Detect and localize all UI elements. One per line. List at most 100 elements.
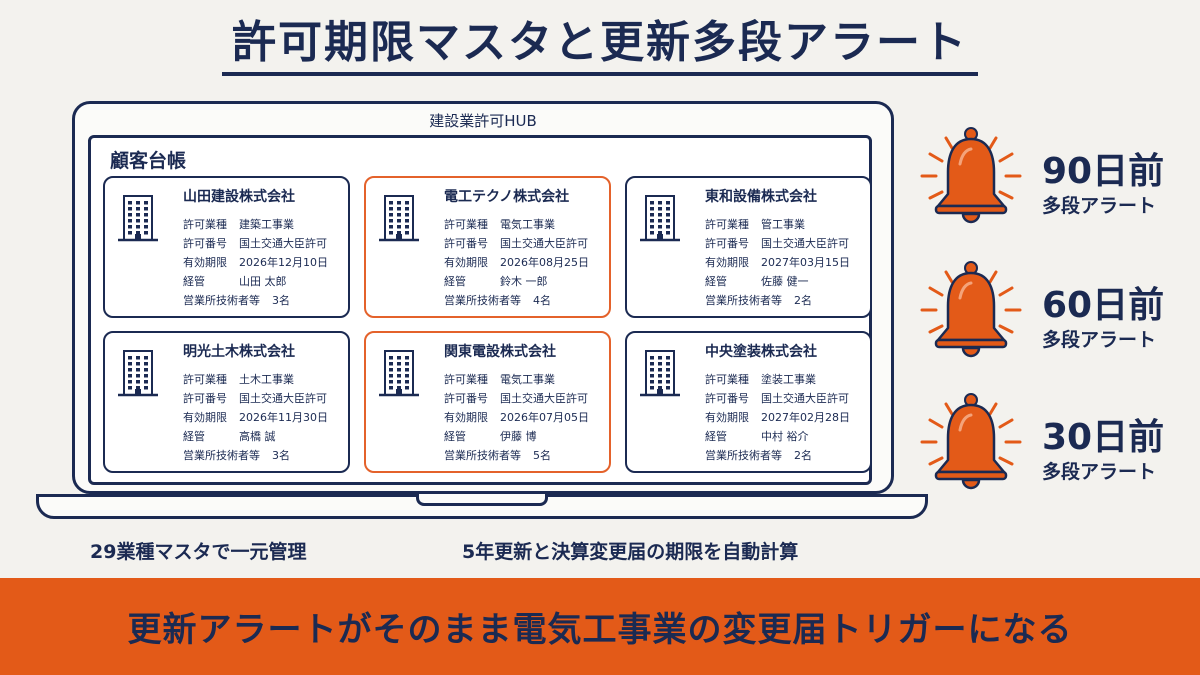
field-label: 営業所技術者等 xyxy=(444,449,521,462)
field-row-type: 許可業種 管工事業 xyxy=(705,216,850,235)
alert-label: 多段アラート xyxy=(1042,195,1157,217)
field-label: 営業所技術者等 xyxy=(183,294,260,307)
field-label: 許可番号 xyxy=(183,237,227,250)
field-label: 営業所技術者等 xyxy=(705,294,782,307)
field-value: 4名 xyxy=(533,294,551,307)
field-label: 経管 xyxy=(183,430,205,443)
field-row-expiry: 有効期限 2026年07月05日 xyxy=(444,409,589,428)
field-label: 有効期限 xyxy=(183,411,227,424)
field-value: 国土交通大臣許可 xyxy=(239,392,327,405)
alert-days: 90日前 xyxy=(1042,151,1165,192)
field-label: 有効期限 xyxy=(444,411,488,424)
field-value: 国土交通大臣許可 xyxy=(500,237,588,250)
field-label: 許可番号 xyxy=(183,392,227,405)
field-value: 国土交通大臣許可 xyxy=(761,237,849,250)
field-value: 国土交通大臣許可 xyxy=(500,392,588,405)
field-label: 許可業種 xyxy=(444,373,488,386)
company-name: 中央塗装株式会社 xyxy=(705,344,817,360)
field-row-type: 許可業種 電気工事業 xyxy=(444,216,589,235)
field-value: 5名 xyxy=(533,449,551,462)
renewal-alert: 60日前 多段アラート xyxy=(916,258,1196,368)
field-row-number: 許可番号 国土交通大臣許可 xyxy=(183,390,328,409)
renewal-alert: 90日前 多段アラート xyxy=(916,124,1196,234)
title-underline xyxy=(222,72,978,76)
field-label: 有効期限 xyxy=(183,256,227,269)
field-value: 2026年07月05日 xyxy=(500,411,589,424)
alert-days: 30日前 xyxy=(1042,417,1165,458)
field-value: 佐藤 健一 xyxy=(761,275,809,288)
alert-days: 60日前 xyxy=(1042,285,1165,326)
company-name: 山田建設株式会社 xyxy=(183,189,295,205)
field-row-engineers: 営業所技術者等 5名 xyxy=(444,447,589,466)
field-value: 3名 xyxy=(272,449,290,462)
field-label: 経管 xyxy=(444,275,466,288)
field-row-engineers: 営業所技術者等 2名 xyxy=(705,292,850,311)
field-row-engineers: 営業所技術者等 3名 xyxy=(183,447,328,466)
field-label: 許可番号 xyxy=(444,237,488,250)
company-card[interactable]: 山田建設株式会社 許可業種 建築工事業 許可番号 国土交通大臣許可 有効期限 2… xyxy=(103,176,350,318)
building-icon xyxy=(639,347,681,399)
renewal-alert: 30日前 多段アラート xyxy=(916,390,1196,500)
field-label: 許可業種 xyxy=(705,218,749,231)
company-name: 東和設備株式会社 xyxy=(705,189,817,205)
field-label: 経管 xyxy=(183,275,205,288)
field-row-engineers: 営業所技術者等 3名 xyxy=(183,292,328,311)
field-row-type: 許可業種 塗装工事業 xyxy=(705,371,850,390)
company-card[interactable]: 中央塗装株式会社 許可業種 塗装工事業 許可番号 国土交通大臣許可 有効期限 2… xyxy=(625,331,872,473)
company-card[interactable]: 関東電設株式会社 許可業種 電気工事業 許可番号 国土交通大臣許可 有効期限 2… xyxy=(364,331,611,473)
caption-auto-calc: 5年更新と決算変更届の期限を自動計算 xyxy=(462,541,799,563)
field-row-number: 許可番号 国土交通大臣許可 xyxy=(705,235,850,254)
company-name: 明光土木株式会社 xyxy=(183,344,295,360)
field-label: 有効期限 xyxy=(705,411,749,424)
alert-label: 多段アラート xyxy=(1042,461,1157,483)
field-value: 2名 xyxy=(794,294,812,307)
field-value: 電気工事業 xyxy=(500,218,555,231)
field-label: 許可業種 xyxy=(705,373,749,386)
alert-label: 多段アラート xyxy=(1042,329,1157,351)
laptop-notch xyxy=(416,494,548,506)
field-row-number: 許可番号 国土交通大臣許可 xyxy=(444,390,589,409)
field-row-manager: 経管 山田 太郎 xyxy=(183,273,328,292)
field-label: 許可業種 xyxy=(183,218,227,231)
field-label: 許可番号 xyxy=(444,392,488,405)
building-icon xyxy=(378,192,420,244)
company-name: 電工テクノ株式会社 xyxy=(444,189,570,205)
field-value: 2026年11月30日 xyxy=(239,411,328,424)
field-row-manager: 経管 伊藤 博 xyxy=(444,428,589,447)
building-icon xyxy=(117,347,159,399)
field-row-type: 許可業種 建築工事業 xyxy=(183,216,328,235)
company-card[interactable]: 明光土木株式会社 許可業種 土木工事業 許可番号 国土交通大臣許可 有効期限 2… xyxy=(103,331,350,473)
field-value: 高橋 誠 xyxy=(239,430,276,443)
field-value: 国土交通大臣許可 xyxy=(761,392,849,405)
field-row-manager: 経管 鈴木 一郎 xyxy=(444,273,589,292)
field-value: 土木工事業 xyxy=(239,373,294,386)
field-value: 3名 xyxy=(272,294,290,307)
field-label: 経管 xyxy=(444,430,466,443)
field-label: 有効期限 xyxy=(444,256,488,269)
field-row-expiry: 有効期限 2026年08月25日 xyxy=(444,254,589,273)
field-label: 許可業種 xyxy=(183,373,227,386)
footer-message: 更新アラートがそのまま電気工事業の変更届トリガーになる xyxy=(127,610,1073,650)
field-value: 中村 裕介 xyxy=(761,430,809,443)
field-row-number: 許可番号 国土交通大臣許可 xyxy=(444,235,589,254)
company-card[interactable]: 電工テクノ株式会社 許可業種 電気工事業 許可番号 国土交通大臣許可 有効期限 … xyxy=(364,176,611,318)
field-value: 電気工事業 xyxy=(500,373,555,386)
company-card[interactable]: 東和設備株式会社 許可業種 管工事業 許可番号 国土交通大臣許可 有効期限 20… xyxy=(625,176,872,318)
field-row-number: 許可番号 国土交通大臣許可 xyxy=(183,235,328,254)
field-label: 有効期限 xyxy=(705,256,749,269)
field-label: 経管 xyxy=(705,430,727,443)
field-row-expiry: 有効期限 2026年12月10日 xyxy=(183,254,328,273)
field-row-manager: 経管 中村 裕介 xyxy=(705,428,850,447)
field-value: 伊藤 博 xyxy=(500,430,537,443)
company-name: 関東電設株式会社 xyxy=(444,344,556,360)
field-row-number: 許可番号 国土交通大臣許可 xyxy=(705,390,850,409)
ledger-title: 顧客台帳 xyxy=(110,150,187,172)
field-value: 2026年08月25日 xyxy=(500,256,589,269)
field-value: 鈴木 一郎 xyxy=(500,275,548,288)
field-label: 営業所技術者等 xyxy=(444,294,521,307)
field-value: 2027年02月28日 xyxy=(761,411,850,424)
field-value: 2027年03月15日 xyxy=(761,256,850,269)
field-label: 許可番号 xyxy=(705,237,749,250)
field-row-type: 許可業種 土木工事業 xyxy=(183,371,328,390)
field-row-expiry: 有効期限 2027年02月28日 xyxy=(705,409,850,428)
